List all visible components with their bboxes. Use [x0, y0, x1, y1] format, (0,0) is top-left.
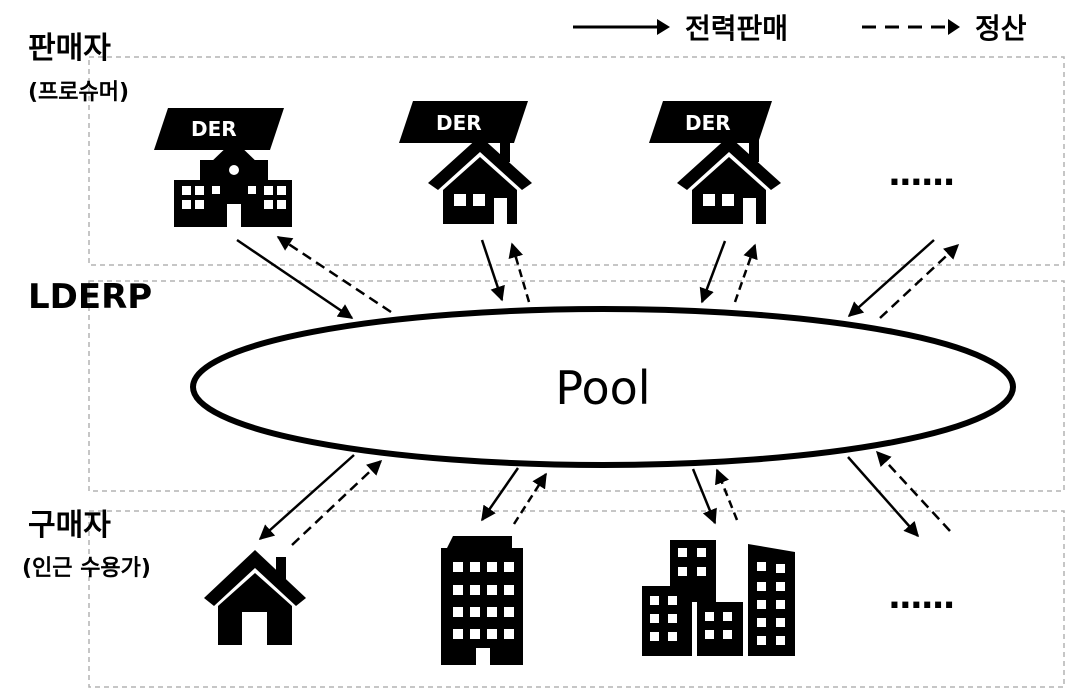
der-panel: DER: [399, 101, 528, 143]
power-sale-arrow: [847, 456, 919, 538]
house-icon: [677, 136, 781, 224]
power-sale-arrow: [258, 454, 355, 540]
power-sale-arrow: [480, 467, 520, 522]
buyer-subtitle: (인근 수용가): [22, 556, 151, 581]
buyer-section-box: [88, 510, 1065, 688]
seller-house-1: DER: [399, 101, 532, 224]
settlement-arrow: [512, 472, 548, 525]
settlement-arrow: [276, 235, 392, 314]
settlement-arrow: [875, 450, 951, 532]
seller-more-indicator: ......: [888, 154, 954, 194]
settlement-arrow: [733, 243, 758, 303]
house-icon: [204, 550, 306, 645]
house-icon: [428, 136, 532, 224]
power-sale-arrow: [691, 468, 717, 525]
der-label: DER: [685, 111, 731, 135]
seller-school: DER: [154, 108, 292, 227]
legend: 전력판매 정산: [573, 12, 1027, 45]
legend-dashed-arrowhead: [948, 19, 960, 35]
seller-subtitle: (프로슈머): [28, 80, 129, 105]
der-panel: DER: [154, 108, 284, 150]
seller-title: 판매자: [28, 31, 111, 66]
legend-dashed-label: 정산: [975, 12, 1027, 45]
der-label: DER: [436, 111, 482, 135]
buyer-office: [441, 536, 523, 665]
settlement-arrow: [508, 242, 531, 303]
school-icon: [174, 140, 292, 227]
der-panel: DER: [649, 101, 772, 143]
pool-label: Pool: [555, 361, 650, 415]
city-buildings-icon: [642, 540, 795, 656]
buyer-flows: [258, 450, 951, 546]
seller-flows: [236, 235, 960, 320]
seller-section-box: [88, 56, 1065, 266]
der-label: DER: [191, 117, 237, 141]
settlement-arrow: [715, 468, 739, 521]
settlement-arrow: [879, 243, 960, 319]
power-sale-arrow: [847, 239, 935, 317]
power-sale-arrow: [480, 239, 505, 302]
buyer-city: [642, 540, 795, 656]
pool-ellipse: [190, 306, 1016, 468]
legend-solid-label: 전력판매: [685, 12, 788, 45]
power-sale-arrow: [236, 238, 354, 320]
buyer-more-indicator: ......: [888, 577, 954, 617]
buyer-title: 구매자: [28, 508, 111, 543]
office-building-icon: [441, 536, 523, 665]
pool-section-box: [88, 280, 1065, 492]
seller-house-2: DER: [649, 101, 781, 224]
legend-solid-arrowhead: [657, 19, 670, 35]
settlement-arrow: [291, 459, 383, 546]
buyer-house: [204, 550, 306, 645]
power-sale-arrow: [699, 240, 727, 304]
middle-title: LDERP: [28, 277, 152, 317]
